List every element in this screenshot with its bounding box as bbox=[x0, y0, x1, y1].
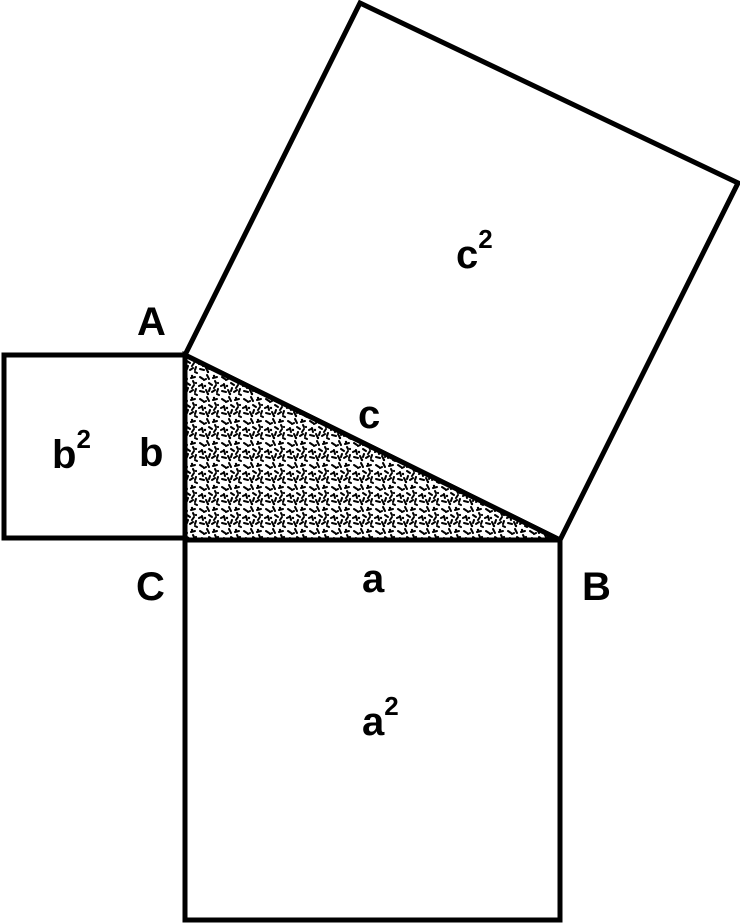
square-b-label: b2 bbox=[52, 424, 91, 477]
square-c-label: c2 bbox=[456, 224, 493, 277]
vertex-c-label: C bbox=[136, 565, 165, 609]
side-b-label: b bbox=[139, 431, 163, 475]
square-b-exponent: 2 bbox=[76, 424, 90, 454]
vertex-a-label: A bbox=[137, 300, 166, 344]
square-a-exponent: 2 bbox=[384, 691, 398, 721]
right-triangle bbox=[182, 350, 562, 543]
side-a-label: a bbox=[362, 557, 385, 601]
square-c-base: c bbox=[456, 233, 478, 277]
square-a-base: a bbox=[362, 700, 385, 744]
square-b-base: b bbox=[52, 433, 76, 477]
square-a-label: a2 bbox=[362, 691, 399, 744]
square-c-exponent: 2 bbox=[478, 224, 492, 254]
side-c-label: c bbox=[358, 393, 380, 437]
vertex-b-label: B bbox=[582, 565, 611, 609]
